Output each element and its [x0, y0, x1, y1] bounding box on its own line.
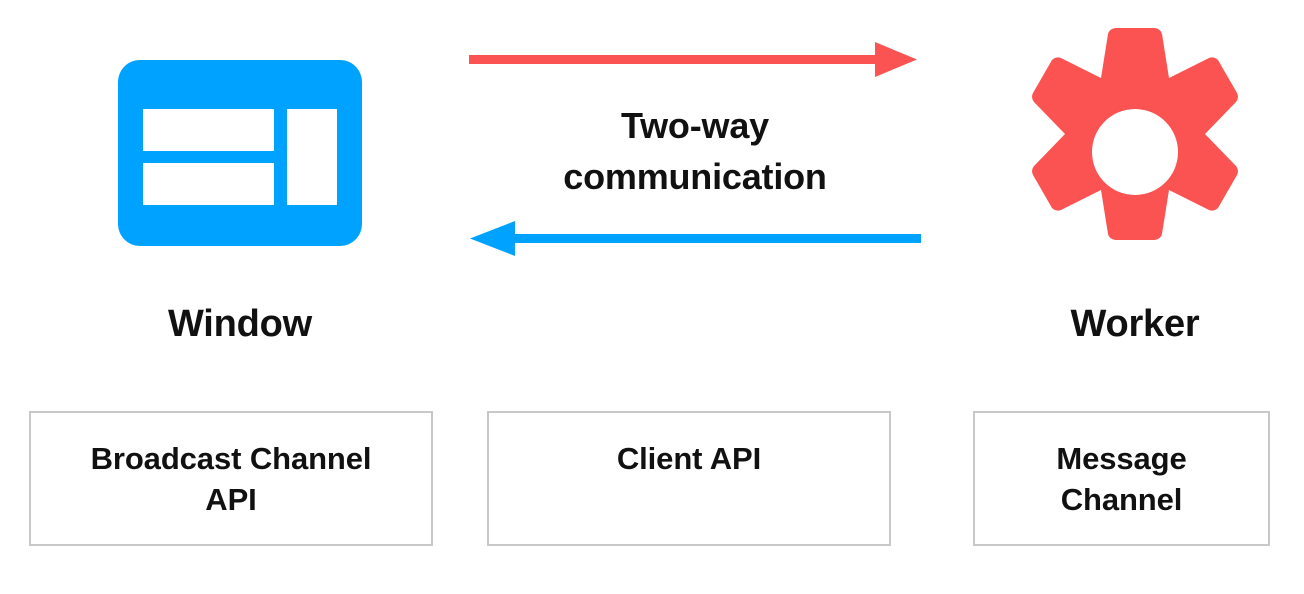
- window-label: Window: [167, 303, 313, 345]
- api-box-broadcast-channel-api: Broadcast Channel API: [29, 411, 433, 546]
- api-box-line-1: Message: [1056, 441, 1187, 476]
- api-box-message-channel: Message Channel: [973, 411, 1270, 546]
- api-box-line-2: API: [205, 481, 257, 517]
- caption-line-1: Two-way: [621, 105, 769, 146]
- arrow-worker-to-window: [470, 221, 921, 256]
- api-box-line-1: Client API: [616, 441, 762, 476]
- arrow-group: [455, 30, 935, 260]
- window-icon: [118, 60, 362, 246]
- api-box-line-1: Broadcast Channel: [90, 441, 372, 476]
- gear-icon: [1014, 28, 1256, 276]
- api-box-client-api: Client API: [487, 411, 891, 546]
- center-caption: Two-way communication: [455, 100, 935, 202]
- arrow-window-to-worker: [469, 42, 917, 77]
- worker-label: Worker: [1070, 303, 1200, 345]
- api-box-line-2: Channel: [1060, 481, 1183, 517]
- caption-line-2: communication: [563, 156, 827, 198]
